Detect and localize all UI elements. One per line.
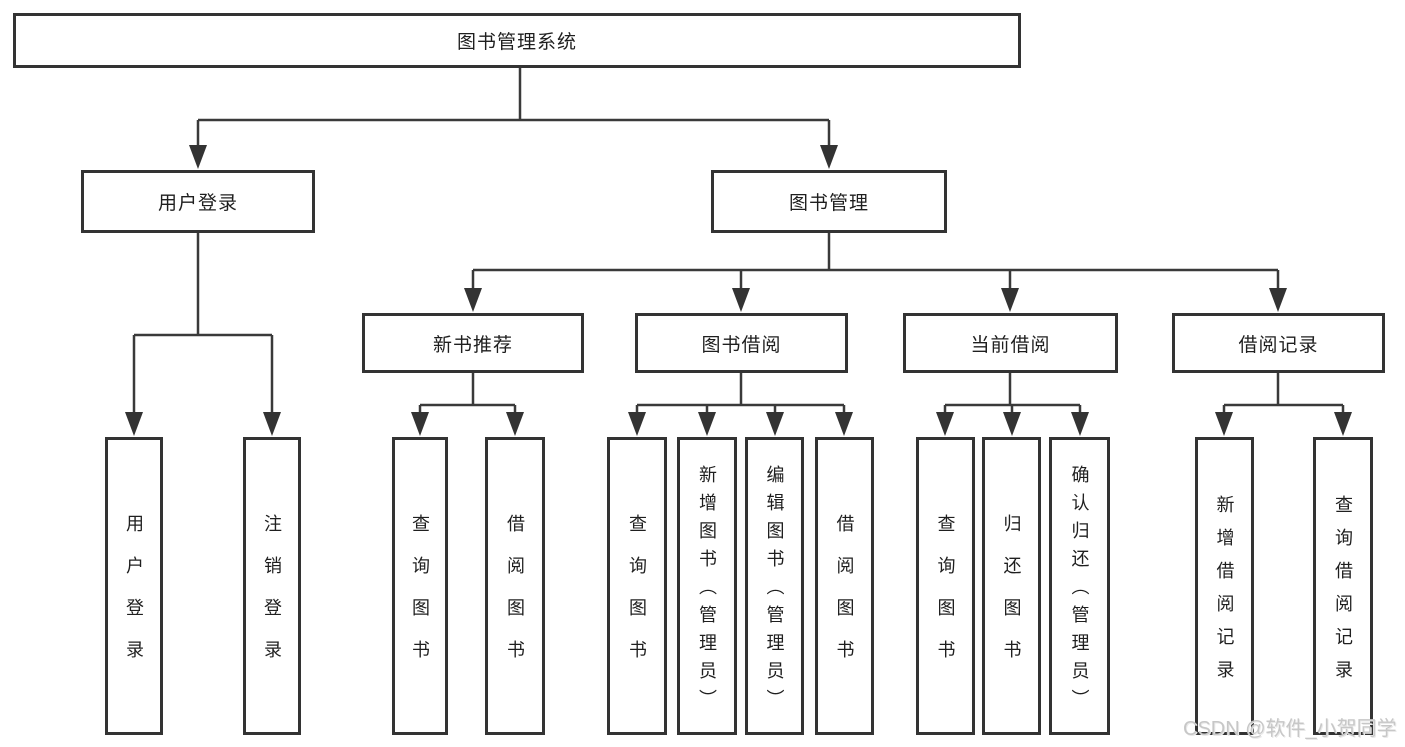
- node-borrow-records: 借阅记录: [1172, 313, 1385, 373]
- node-root-label: 图书管理系统: [456, 32, 577, 53]
- leaf-borrowing-borrow-books: 借阅图书: [815, 437, 874, 735]
- leaf-confirm-return-admin: 确认归还（管理员）: [1049, 437, 1110, 735]
- node-new-book-recommend: 新书推荐: [362, 313, 584, 373]
- node-book-management-label: 图书管理: [788, 193, 869, 214]
- node-current-borrowing: 当前借阅: [903, 313, 1118, 373]
- csdn-watermark: CSDN @软件_小贺同学: [1183, 718, 1397, 740]
- leaf-return-books: 归还图书: [982, 437, 1041, 735]
- leaf-recommend-borrow-books-label: 借阅图书: [505, 514, 525, 682]
- node-book-borrowing-label: 图书借阅: [701, 334, 782, 356]
- node-user-login-label: 用户登录: [157, 193, 238, 214]
- leaf-add-borrow-record: 新增借阅记录: [1195, 437, 1254, 735]
- leaf-borrowing-query-books-label: 查询图书: [627, 514, 647, 682]
- leaf-add-books-admin: 新增图书（管理员）: [677, 437, 737, 735]
- leaf-recommend-borrow-books: 借阅图书: [485, 437, 545, 735]
- leaf-query-borrow-record: 查询借阅记录: [1313, 437, 1373, 735]
- leaf-confirm-return-admin-label: 确认归还（管理员）: [1069, 465, 1090, 717]
- node-user-login: 用户登录: [81, 170, 315, 233]
- leaf-query-borrow-record-label: 查询借阅记录: [1333, 494, 1353, 693]
- leaf-current-query-books-label: 查询图书: [935, 514, 956, 682]
- leaf-recommend-query-books: 查询图书: [392, 437, 448, 735]
- arrowheads: [125, 145, 1352, 436]
- leaf-borrowing-query-books: 查询图书: [607, 437, 667, 735]
- leaf-user-login-label: 用户登录: [124, 514, 144, 682]
- leaf-return-books-label: 归还图书: [1001, 514, 1022, 682]
- node-book-borrowing: 图书借阅: [635, 313, 848, 373]
- node-book-management: 图书管理: [711, 170, 947, 233]
- leaf-borrowing-borrow-books-label: 借阅图书: [834, 514, 855, 682]
- leaf-edit-books-admin: 编辑图书（管理员）: [745, 437, 804, 735]
- leaf-logout-label: 注销登录: [262, 514, 282, 682]
- leaf-add-borrow-record-label: 新增借阅记录: [1214, 494, 1235, 693]
- node-root-system: 图书管理系统: [13, 13, 1021, 68]
- node-borrow-records-label: 借阅记录: [1238, 334, 1319, 356]
- node-current-borrowing-label: 当前借阅: [970, 334, 1051, 356]
- leaf-recommend-query-books-label: 查询图书: [410, 514, 430, 682]
- leaf-edit-books-admin-label: 编辑图书（管理员）: [764, 465, 785, 717]
- leaf-current-query-books: 查询图书: [916, 437, 975, 735]
- leaf-add-books-admin-label: 新增图书（管理员）: [697, 465, 717, 717]
- node-new-book-recommend-label: 新书推荐: [432, 334, 513, 356]
- leaf-user-login: 用户登录: [105, 437, 163, 735]
- leaf-logout: 注销登录: [243, 437, 301, 735]
